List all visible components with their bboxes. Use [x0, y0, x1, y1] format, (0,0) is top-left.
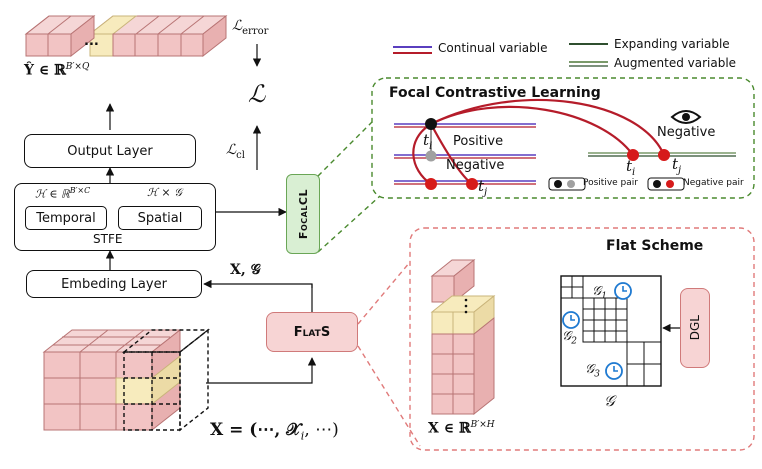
h-left-label: ℋ ∈ ℝB′×C — [35, 186, 90, 201]
loss-error-symbol: ℒ — [232, 18, 243, 34]
y-hat-sup: B′×Q — [65, 62, 90, 72]
loss-error-sub: error — [242, 25, 269, 37]
focal-cl-connector-bottom — [317, 195, 381, 253]
focal-ti-t: t — [423, 131, 430, 149]
embedding-layer-box: Embeding Layer — [26, 270, 202, 298]
stfe-label: STFE — [93, 232, 123, 246]
clock-icon-2 — [562, 311, 580, 329]
focal-tj-sub-left: j — [484, 187, 488, 198]
flat-scheme-title: Flat Scheme — [606, 238, 704, 254]
flat-connector-bottom — [357, 345, 421, 447]
focalcl-box: FocalCL — [286, 174, 320, 254]
temporal-label: Temporal — [36, 210, 96, 226]
dgl-label: DGL — [688, 315, 702, 341]
input-tensor-dashed-slice — [121, 328, 211, 432]
focal-tj-t-left: t — [478, 177, 485, 195]
g-label: 𝒢 — [604, 392, 615, 410]
focal-ti-sub-right: i — [632, 167, 636, 178]
input-formula: X = (⋯, 𝒳i, ⋯) — [210, 420, 339, 442]
clock-icon-1 — [614, 282, 632, 300]
x-flat-text: X ∈ ℝ — [428, 420, 471, 437]
clock-icon-3 — [605, 362, 623, 380]
arrow-flats-to-embed — [203, 279, 313, 289]
focal-cl-connector-top — [317, 121, 373, 177]
h-right-label: ℋ × 𝒢 — [147, 186, 182, 199]
legend-continual: Continual variable — [438, 41, 548, 55]
output-tensor-strip — [24, 14, 228, 58]
g3-label: 𝒢3 — [585, 362, 600, 380]
y-hat-label: Ŷ ∈ ℝB′×Q — [24, 62, 89, 79]
dgl-box: DGL — [680, 288, 710, 368]
flat-tensor-column — [430, 258, 496, 416]
focal-negative-label-2: Negative — [657, 125, 716, 140]
output-layer-label: Output Layer — [67, 143, 153, 159]
arrow-input-to-flats — [206, 357, 317, 384]
x-flat-label: X ∈ ℝB′×H — [428, 420, 495, 437]
focal-cl-title: Focal Contrastive Learning — [389, 85, 601, 101]
legend-expanding: Expanding variable — [614, 37, 730, 51]
negative-pair-label: Negative pair — [683, 178, 744, 188]
h-left-text: ℋ ∈ ℝ — [35, 187, 70, 201]
focal-negative-label-1: Negative — [446, 158, 505, 173]
h-left-sup: B′×C — [69, 186, 91, 195]
positive-pair-label: Positive pair — [583, 178, 638, 188]
input-formula-end: , ⋯) — [304, 420, 339, 440]
g1-sub: 1 — [601, 291, 607, 302]
focal-ti-t-right: t — [626, 157, 633, 175]
x-flat-sup: B′×H — [470, 420, 495, 430]
focal-tj-t-right: t — [672, 155, 679, 173]
focal-positive-label: Positive — [453, 134, 504, 149]
input-formula-sub: i — [300, 429, 305, 443]
spatial-box: Spatial — [118, 206, 202, 230]
flat-connector-top — [357, 261, 411, 325]
focal-cl-panel — [371, 77, 755, 199]
input-formula-main: X = (⋯, 𝒳 — [210, 420, 301, 440]
flats-box: FlatS — [266, 312, 358, 352]
focal-ti-label: ti — [423, 131, 432, 152]
g1-text: 𝒢 — [592, 284, 602, 299]
spatial-label: Spatial — [137, 210, 183, 226]
output-ellipsis: ... — [84, 34, 99, 49]
y-hat-text: Ŷ ∈ ℝ — [24, 62, 66, 79]
embedding-layer-label: Embeding Layer — [61, 276, 167, 292]
legend-lines — [393, 43, 608, 67]
g2-text: 𝒢 — [562, 329, 572, 344]
loss-cl-symbol: ℒ — [226, 142, 237, 158]
focal-cl-drawing — [394, 98, 736, 191]
loss-error: ℒerror — [232, 18, 268, 37]
flat-scheme-panel — [409, 227, 755, 451]
output-layer-box: Output Layer — [24, 134, 196, 168]
focal-ti-sub: i — [429, 141, 433, 152]
loss-cl: ℒcl — [226, 142, 245, 161]
g1-label: 𝒢1 — [592, 284, 607, 302]
loss-cl-sub: cl — [236, 149, 245, 161]
loss-total: ℒ — [248, 80, 266, 108]
g2-sub: 2 — [571, 336, 577, 347]
focal-ti-label-right: ti — [626, 157, 635, 178]
focalcl-label: FocalCL — [296, 188, 310, 240]
g2-label: 𝒢2 — [562, 329, 577, 347]
focal-tj-label-right: tj — [672, 155, 681, 176]
focal-tj-sub-right: j — [678, 165, 682, 176]
g3-text: 𝒢 — [585, 362, 595, 377]
legend-augmented: Augmented variable — [614, 56, 737, 70]
flats-label: FlatS — [293, 324, 331, 340]
input-tensor — [42, 328, 182, 432]
x-g-label: X, 𝒢 — [230, 262, 261, 278]
g3-sub: 3 — [594, 369, 600, 380]
eye-icon — [670, 110, 702, 124]
temporal-box: Temporal — [25, 206, 107, 230]
focal-tj-label-left: tj — [478, 177, 487, 198]
stfe-block: ℋ ∈ ℝB′×C ℋ × 𝒢 Temporal Spatial STFE — [14, 183, 216, 251]
